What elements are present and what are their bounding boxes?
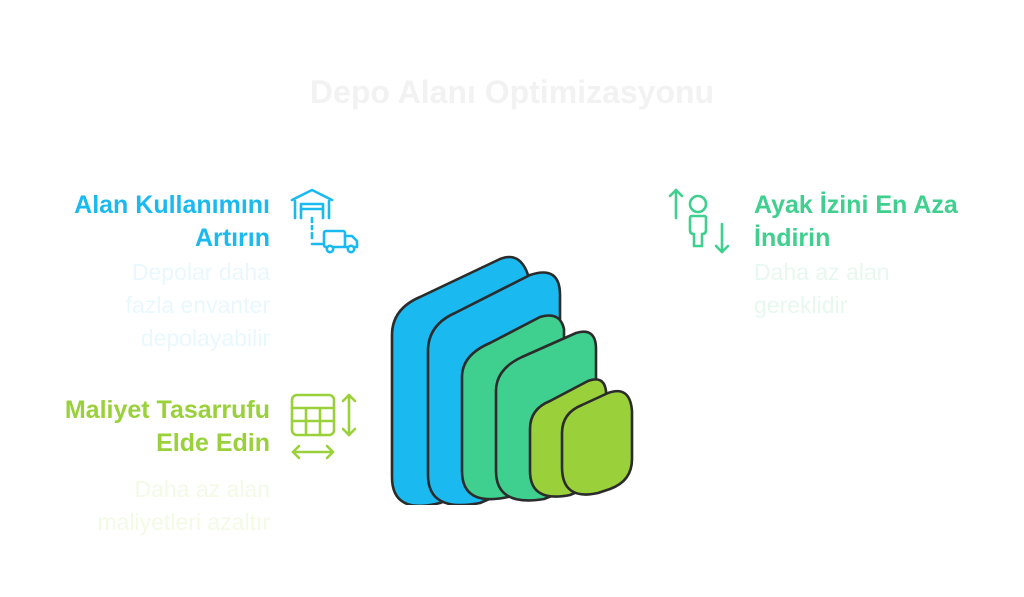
item-description: Daha az alan gereklidir (754, 256, 1004, 322)
stacked-squares-graphic (390, 255, 634, 505)
item-footprint: Ayak İzini En Aza İndirin Daha az alan g… (754, 189, 1004, 322)
desc-line-1: Daha az alan (754, 259, 890, 285)
desc-line-2: fazla envanter (125, 292, 270, 318)
heading-line-2: İndirin (754, 224, 831, 252)
item-heading: Alan Kullanımını Artırın (30, 189, 270, 255)
page-title: Depo Alanı Optimizasyonu (309, 74, 715, 110)
grid-resize-icon (290, 393, 357, 460)
item-cost-savings: Maliyet Tasarrufu Elde Edin Daha az alan… (20, 394, 270, 539)
warehouse-truck-icon (290, 188, 359, 254)
heading-line-1: Ayak İzini En Aza (754, 191, 958, 219)
person-up-down-icon (668, 188, 730, 254)
item-space-usage: Alan Kullanımını Artırın Depolar daha fa… (30, 189, 270, 355)
desc-line-3: depolayabilir (140, 325, 270, 351)
heading-line-1: Alan Kullanımını (74, 191, 270, 219)
item-heading: Maliyet Tasarrufu Elde Edin (20, 394, 270, 460)
lime-square-front (560, 389, 634, 496)
desc-line-1: Depolar daha (131, 259, 270, 285)
desc-line-1: Daha az alan (134, 476, 270, 502)
item-heading: Ayak İzini En Aza İndirin (754, 189, 1004, 255)
item-description: Depolar daha fazla envanter depolayabili… (30, 256, 270, 355)
heading-line-2: Artırın (195, 224, 270, 252)
item-description: Daha az alan maliyetleri azaltır (20, 473, 270, 539)
desc-line-2: gereklidir (754, 292, 848, 318)
heading-line-2: Elde Edin (156, 429, 270, 457)
desc-line-2: maliyetleri azaltır (97, 509, 270, 535)
heading-line-1: Maliyet Tasarrufu (64, 396, 270, 424)
